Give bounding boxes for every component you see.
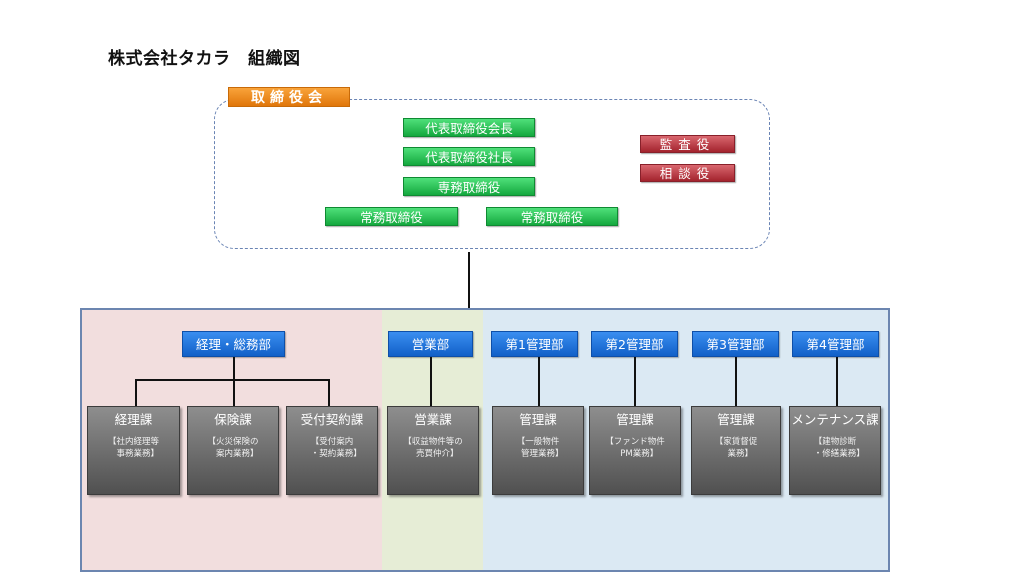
section-management-3: 管理課 【家賃督促 業務】 xyxy=(691,406,781,495)
section-name: 営業課 xyxy=(414,412,452,427)
section-description: 【受付案内 ・契約業務】 xyxy=(310,437,362,459)
section-description: 【社内経理等 事務業務】 xyxy=(107,437,159,459)
connector-admin-2 xyxy=(233,379,235,406)
board-member-senior-managing: 専務取締役 xyxy=(403,177,535,196)
connector-management-1 xyxy=(538,357,540,406)
board-label: 取締役会 xyxy=(228,87,350,107)
section-name: 経理課 xyxy=(114,412,153,427)
section-maintenance: メンテナンス課 【建物診断 ・修繕業務】 xyxy=(789,406,881,495)
section-name: 受付契約課 xyxy=(300,412,364,427)
page-title: 株式会社タカラ 組織図 xyxy=(108,49,301,69)
advisor-counselor: 相談役 xyxy=(640,164,735,182)
board-member-chairman: 代表取締役会長 xyxy=(403,118,535,137)
section-sales: 営業課 【収益物件等の 売買仲介】 xyxy=(387,406,479,495)
connector-admin-trunk xyxy=(233,357,235,380)
section-reception-contract: 受付契約課 【受付案内 ・契約業務】 xyxy=(286,406,378,495)
connector-admin-3 xyxy=(328,379,330,406)
department-management-2: 第2管理部 xyxy=(591,331,678,357)
connector-admin-1 xyxy=(135,379,137,406)
department-sales: 営業部 xyxy=(388,331,473,357)
section-description: 【家賃督促 業務】 xyxy=(714,437,758,459)
section-description: 【建物診断 ・修繕業務】 xyxy=(813,437,865,459)
department-management-4: 第4管理部 xyxy=(792,331,879,357)
department-management-1: 第1管理部 xyxy=(491,331,578,357)
section-name: 管理課 xyxy=(717,412,755,427)
connector-management-4 xyxy=(836,357,838,406)
section-name: 管理課 xyxy=(519,412,557,427)
section-management-1: 管理課 【一般物件 管理業務】 xyxy=(492,406,584,495)
section-insurance: 保険課 【火災保険の 案内業務】 xyxy=(187,406,279,495)
section-description: 【収益物件等の 売買仲介】 xyxy=(403,437,463,459)
section-name: メンテナンス課 xyxy=(791,412,879,427)
section-description: 【一般物件 管理業務】 xyxy=(516,437,564,459)
board-member-managing-1: 常務取締役 xyxy=(325,207,458,226)
section-description: 【火災保険の 案内業務】 xyxy=(207,437,259,459)
board-frame xyxy=(214,99,770,249)
connector-management-2 xyxy=(634,357,636,406)
board-member-managing-2: 常務取締役 xyxy=(486,207,618,226)
board-member-president: 代表取締役社長 xyxy=(403,147,535,166)
connector-admin-bar xyxy=(135,379,330,381)
advisor-auditor: 監査役 xyxy=(640,135,735,153)
department-accounting-general: 経理・総務部 xyxy=(182,331,285,357)
connector-board-departments xyxy=(468,252,470,308)
section-name: 保険課 xyxy=(214,412,252,427)
department-management-3: 第3管理部 xyxy=(692,331,779,357)
section-management-2: 管理課 【ファンド物件 PM業務】 xyxy=(589,406,681,495)
section-accounting: 経理課 【社内経理等 事務業務】 xyxy=(87,406,180,495)
section-description: 【ファンド物件 PM業務】 xyxy=(605,437,665,459)
connector-management-3 xyxy=(735,357,737,406)
connector-sales xyxy=(430,357,432,406)
section-name: 管理課 xyxy=(616,412,654,427)
